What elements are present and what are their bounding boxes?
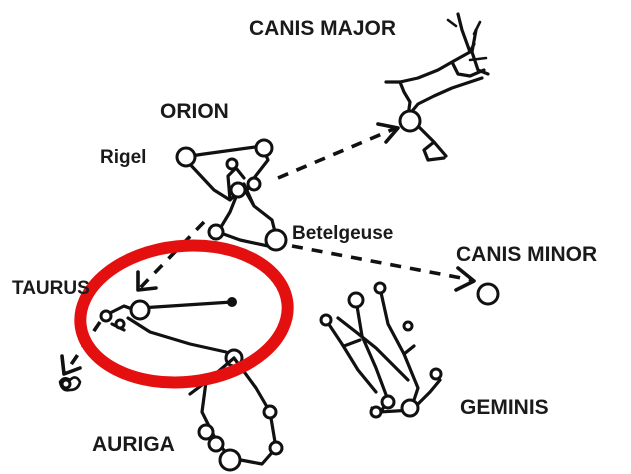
- rigel-star: [175, 146, 197, 168]
- betelgeuse-label: Betelgeuse: [292, 223, 394, 244]
- canis-minor-label: CANIS MINOR: [456, 243, 598, 266]
- orion-star: [207, 223, 225, 241]
- orion-belt-star: [229, 181, 247, 199]
- highlight-circle: [74, 239, 294, 389]
- auriga-star: [268, 440, 284, 456]
- castor-star: [380, 394, 396, 410]
- pollux-star: [400, 398, 420, 418]
- canis-major-star: [398, 109, 422, 133]
- canis-minor-figure: [476, 282, 500, 306]
- geminis-star: [402, 320, 414, 332]
- taurus-star: [114, 318, 126, 330]
- geminis-star: [429, 367, 443, 381]
- orion-head-star: [225, 157, 239, 171]
- aldebaran-star: [129, 299, 151, 321]
- geminis-label: GEMINIS: [460, 396, 549, 419]
- orion-figure: [175, 138, 288, 252]
- geminis-star: [369, 405, 383, 419]
- taurus-star: [99, 309, 113, 323]
- pleiades-star: [60, 378, 72, 390]
- geminis-star: [373, 281, 387, 295]
- rigel-label: Rigel: [100, 147, 147, 168]
- capella-star: [218, 448, 242, 472]
- auriga-star: [207, 435, 225, 453]
- geminis-figure: [319, 281, 443, 419]
- geminis-star: [319, 313, 333, 327]
- geminis-star: [347, 291, 365, 309]
- canis-major-figure: [384, 12, 490, 162]
- orion-label: ORION: [160, 100, 229, 123]
- taurus-horn-star: [227, 297, 237, 307]
- procyon-star: [476, 282, 500, 306]
- betelgeuse-star: [264, 228, 288, 252]
- canis-major-label: CANIS MAJOR: [249, 17, 397, 40]
- taurus-figure: [58, 297, 244, 392]
- orion-belt-star: [246, 176, 262, 192]
- taurus-label: TAURUS: [12, 278, 90, 299]
- auriga-label: AURIGA: [92, 433, 175, 456]
- auriga-star: [197, 423, 215, 441]
- auriga-star: [262, 404, 278, 420]
- orion-star: [254, 138, 274, 158]
